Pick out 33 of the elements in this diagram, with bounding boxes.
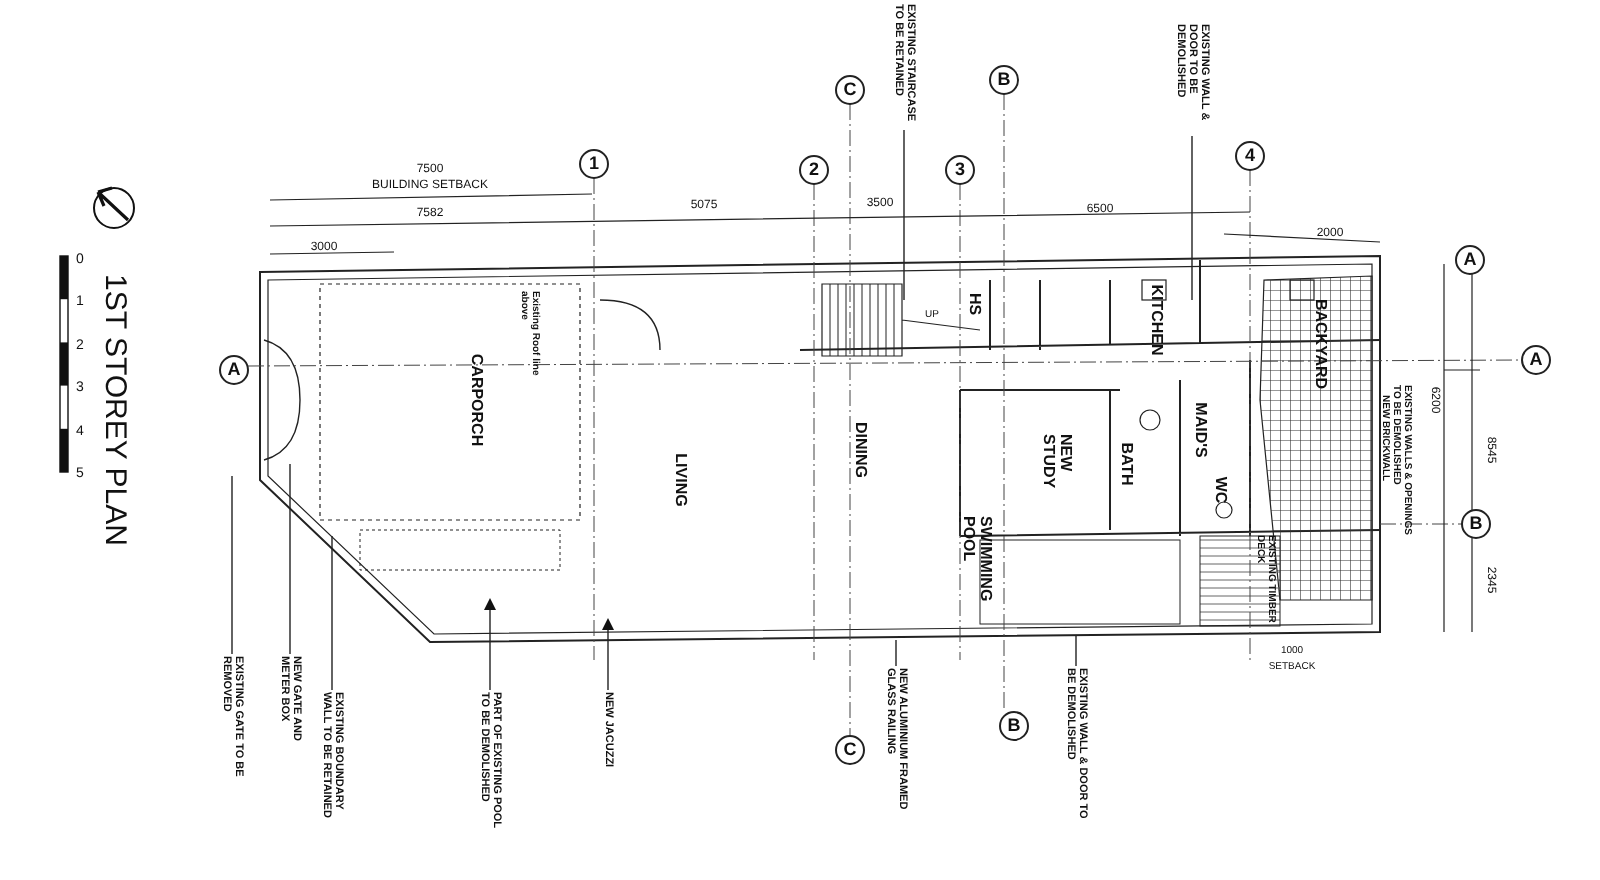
room-label: BATH: [1117, 442, 1135, 486]
grid-reference-marker: 1: [579, 149, 609, 179]
room-label: SWIMMING POOL: [959, 516, 993, 606]
plan-title: 1ST STOREY PLAN: [98, 274, 130, 546]
room-label: DINING: [851, 422, 869, 478]
room-label: WC: [1211, 476, 1229, 504]
leader-line: [231, 475, 233, 655]
leader-line: [1075, 635, 1077, 667]
grid-reference-marker: A: [1455, 245, 1485, 275]
room-label: KITCHEN: [1147, 284, 1165, 356]
grid-reference-marker: A: [219, 355, 249, 385]
grid-reference-marker: B: [989, 65, 1019, 95]
grid-reference-marker: C: [835, 75, 865, 105]
leader-line: [289, 463, 291, 655]
room-label: NEW STUDY: [1039, 434, 1073, 493]
leader-line: [484, 598, 496, 691]
room-label: CARPORCH: [467, 353, 485, 447]
room-label: HS: [965, 292, 983, 316]
room-label: BACKYARD: [1311, 298, 1329, 390]
leader-line: [903, 129, 905, 301]
room-label: MAID'S: [1191, 402, 1209, 458]
grid-reference-marker: 2: [799, 155, 829, 185]
leader-line: [602, 618, 614, 691]
room-label: LIVING: [671, 453, 689, 507]
grid-reference-marker: A: [1521, 345, 1551, 375]
grid-reference-marker: 3: [945, 155, 975, 185]
grid-reference-marker: B: [999, 711, 1029, 741]
grid-reference-marker: B: [1461, 509, 1491, 539]
leader-line: [331, 535, 333, 691]
leader-line: [1191, 135, 1193, 301]
leader-line: [895, 639, 897, 667]
grid-reference-marker: 4: [1235, 141, 1265, 171]
grid-reference-marker: C: [835, 735, 865, 765]
